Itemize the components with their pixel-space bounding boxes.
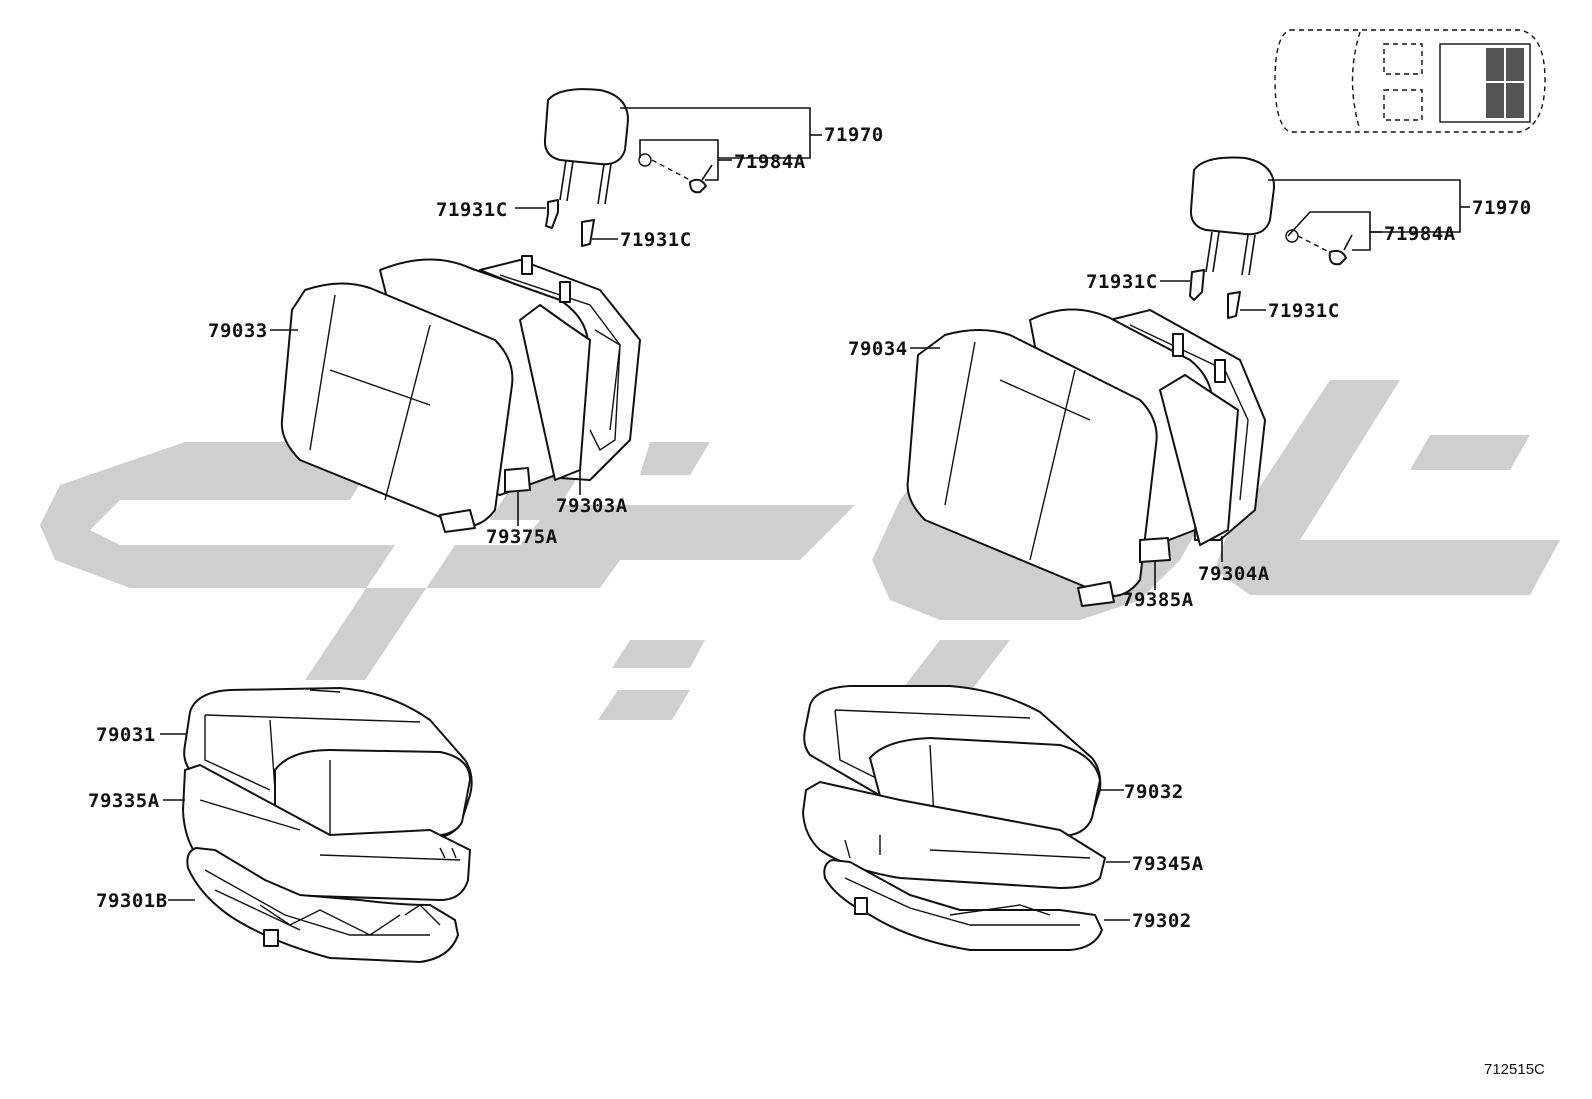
diagram-code: 712515C [1484, 1061, 1545, 1078]
label-79385a: 79385A [1122, 589, 1194, 611]
right-seat-pad [802, 781, 1106, 889]
label-79304a: 79304A [1198, 563, 1270, 585]
label-71984a-left: 71984A [734, 151, 806, 173]
label-79032: 79032 [1124, 781, 1184, 803]
right-seatback [906, 308, 1266, 607]
label-79345a: 79345A [1132, 853, 1204, 875]
watermark-logo [40, 380, 1560, 720]
label-71984a-right: 71984A [1384, 223, 1456, 245]
label-71970-left: 71970 [824, 124, 884, 146]
vehicle-locator-icon [1274, 29, 1546, 133]
label-79375a: 79375A [486, 526, 558, 548]
label-79303a: 79303A [556, 495, 628, 517]
label-71931c-right-b: 71931C [1268, 300, 1340, 322]
callout-71970-right [1268, 179, 1470, 251]
label-79301b: 79301B [96, 890, 168, 912]
label-71970-right: 71970 [1472, 197, 1532, 219]
label-79031: 79031 [96, 724, 156, 746]
label-79335a: 79335A [88, 790, 160, 812]
label-71931c-right-a: 71931C [1086, 271, 1158, 293]
label-71931c-left-b: 71931C [620, 229, 692, 251]
label-71931c-left-a: 71931C [436, 199, 508, 221]
label-79302: 79302 [1132, 910, 1192, 932]
right-headrest [1189, 156, 1353, 319]
label-79033: 79033 [208, 320, 268, 342]
left-seat-frame [186, 847, 459, 963]
label-79034: 79034 [848, 338, 908, 360]
callout-71970-left [620, 107, 822, 181]
right-seat-frame [823, 859, 1103, 951]
left-headrest [543, 88, 713, 247]
left-seatback [280, 255, 641, 533]
